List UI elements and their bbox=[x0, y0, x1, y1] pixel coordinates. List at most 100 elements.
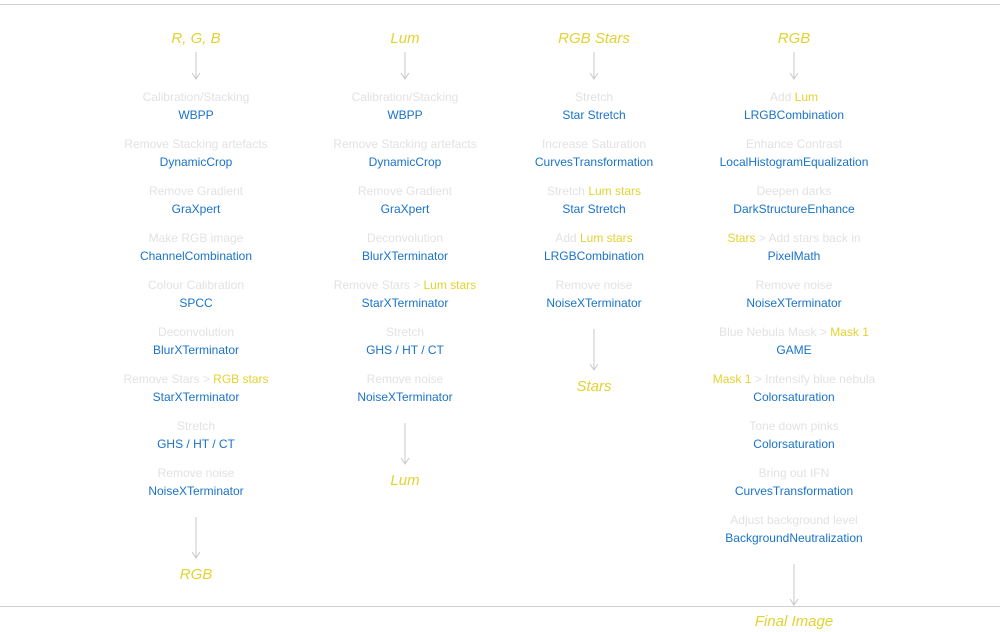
step-description: Remove noise bbox=[366, 372, 444, 386]
step-description: Deconvolution bbox=[366, 231, 444, 245]
step-tool-name: StarXTerminator bbox=[361, 296, 449, 310]
step-tool-name: NoiseXTerminator bbox=[746, 296, 842, 310]
step-tool-name: BlurXTerminator bbox=[152, 343, 240, 357]
column-title: RGB Stars bbox=[558, 30, 630, 47]
step-tool-name: LRGBCombination bbox=[543, 249, 645, 263]
step-description: Colour Calibration bbox=[147, 278, 245, 292]
step-tool-name: Star Stretch bbox=[562, 108, 626, 122]
step-tool-name: Colorsaturation bbox=[753, 390, 835, 404]
column-title: RGB bbox=[777, 30, 811, 47]
step-tool-name: GraXpert bbox=[171, 202, 221, 216]
step-tool-name: GHS / HT / CT bbox=[366, 343, 444, 357]
step-tool-name: WBPP bbox=[178, 108, 214, 122]
step-tool-name: NoiseXTerminator bbox=[148, 484, 244, 498]
step-tool-name: LRGBCombination bbox=[743, 108, 845, 122]
step-description: Stars > Add stars back in bbox=[727, 229, 860, 247]
step-description: Remove Stars > Lum stars bbox=[334, 276, 476, 294]
step-tool-name: StarXTerminator bbox=[152, 390, 240, 404]
column-output: RGB bbox=[179, 566, 213, 583]
flow-arrow-icon bbox=[589, 52, 599, 80]
step-description-text: Blue Nebula Mask > bbox=[719, 325, 831, 339]
step-tool-name: NoiseXTerminator bbox=[357, 390, 453, 404]
step-description: Remove Gradient bbox=[357, 184, 453, 198]
step-tool-name: SPCC bbox=[179, 296, 213, 310]
column-title: R, G, B bbox=[171, 30, 221, 47]
step-description: Adjust background level bbox=[730, 513, 858, 527]
step-description: Remove noise bbox=[555, 278, 633, 292]
step-description: Increase Saturation bbox=[541, 137, 647, 151]
step-highlight: Lum stars bbox=[423, 278, 477, 292]
step-description-text: Remove Stars > bbox=[333, 278, 424, 292]
step-description: Remove Stars > RGB stars bbox=[123, 370, 268, 388]
flow-arrow-icon bbox=[589, 329, 599, 371]
step-description: Remove noise bbox=[157, 466, 235, 480]
step-description: Remove noise bbox=[755, 278, 833, 292]
step-highlight: Stars bbox=[727, 231, 756, 245]
column-output: Stars bbox=[576, 378, 612, 395]
step-description: Blue Nebula Mask > Mask 1 bbox=[719, 323, 869, 341]
top-divider bbox=[0, 4, 1000, 5]
flow-arrow-icon bbox=[789, 52, 799, 80]
workflow-step: Stars > Add stars back in PixelMath bbox=[727, 229, 860, 276]
step-highlight: Lum bbox=[794, 90, 819, 104]
step-description: Stretch bbox=[385, 325, 424, 339]
step-description: Calibration/Stacking bbox=[142, 90, 250, 104]
step-tool-name: Star Stretch bbox=[562, 202, 626, 216]
step-tool-name: WBPP bbox=[387, 108, 423, 122]
flow-arrow-icon bbox=[400, 423, 410, 465]
step-tool-name: DynamicCrop bbox=[159, 155, 233, 169]
step-tool-name: PixelMath bbox=[767, 249, 821, 263]
step-tool-name: GAME bbox=[776, 343, 812, 357]
step-tool-name: ChannelCombination bbox=[139, 249, 253, 263]
step-description: Stretch bbox=[176, 419, 215, 433]
step-description-text: > Intensify blue nebula bbox=[751, 372, 876, 386]
step-highlight: Mask 1 bbox=[830, 325, 869, 339]
step-highlight: Lum stars bbox=[588, 184, 642, 198]
column-title: Lum bbox=[390, 30, 420, 47]
step-description: Enhance Contrast bbox=[745, 137, 843, 151]
step-description: Calibration/Stacking bbox=[351, 90, 459, 104]
flow-arrow-icon bbox=[400, 52, 410, 80]
step-tool-name: CurvesTransformation bbox=[534, 155, 654, 169]
step-description: Stretch Lum stars bbox=[547, 182, 641, 200]
step-description: Deepen darks bbox=[756, 184, 832, 198]
step-description-text: Add bbox=[555, 231, 580, 245]
step-description-text: Stretch bbox=[546, 184, 589, 198]
flow-arrow-icon bbox=[191, 52, 201, 80]
step-tool-name: LocalHistogramEqualization bbox=[719, 155, 869, 169]
flow-arrow-icon bbox=[789, 564, 799, 606]
step-description: Add Lum bbox=[770, 88, 818, 106]
step-tool-name: Colorsaturation bbox=[753, 437, 835, 451]
step-description: Stretch bbox=[574, 90, 613, 104]
